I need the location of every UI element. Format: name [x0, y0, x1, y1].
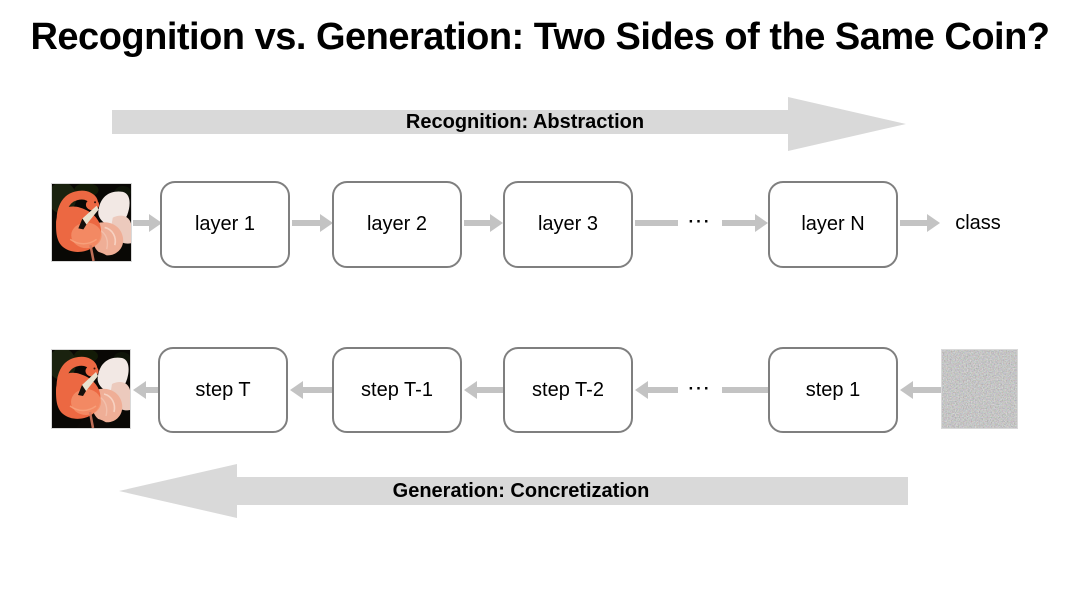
arrow-left-icon	[133, 381, 146, 399]
connector-line	[722, 220, 755, 226]
arrow-left-icon	[900, 381, 913, 399]
recognition-arrow	[112, 110, 788, 134]
connector-line	[464, 220, 490, 226]
connector-line	[146, 387, 158, 393]
noise-image	[941, 349, 1018, 429]
connector-line	[477, 387, 503, 393]
generation-arrow-label: Generation: Concretization	[392, 480, 650, 502]
connector-line	[133, 220, 149, 226]
ellipsis-dots: ···	[688, 379, 712, 398]
arrow-right-icon	[755, 214, 768, 232]
box-step-1: step 1	[768, 347, 898, 433]
flamingo-input-image	[52, 184, 131, 261]
slide-title: Recognition vs. Generation: Two Sides of…	[30, 16, 1050, 58]
recognition-arrow-label: Recognition: Abstraction	[405, 111, 645, 133]
box-layer-1: layer 1	[160, 181, 290, 268]
recognition-arrow-head-icon	[788, 97, 906, 151]
ellipsis-dots: ···	[688, 212, 712, 231]
connector-line	[900, 220, 927, 226]
arrow-left-icon	[464, 381, 477, 399]
arrow-left-icon	[635, 381, 648, 399]
box-step-t-2: step T-2	[503, 347, 633, 433]
connector-line	[722, 387, 768, 393]
box-layer-n: layer N	[768, 181, 898, 268]
connector-line	[648, 387, 678, 393]
arrow-right-icon	[320, 214, 333, 232]
connector-line	[635, 220, 678, 226]
class-label: class	[955, 212, 1001, 234]
flamingo-output-image	[52, 350, 130, 428]
box-step-t: step T	[158, 347, 288, 433]
generation-arrow	[237, 477, 908, 505]
generation-arrow-head-icon	[119, 464, 237, 518]
arrow-left-icon	[290, 381, 303, 399]
connector-line	[913, 387, 942, 393]
arrow-right-icon	[490, 214, 503, 232]
box-step-t-1: step T-1	[332, 347, 462, 433]
arrow-right-icon	[149, 214, 162, 232]
box-layer-3: layer 3	[503, 181, 633, 268]
arrow-right-icon	[927, 214, 940, 232]
connector-line	[292, 220, 320, 226]
box-layer-2: layer 2	[332, 181, 462, 268]
connector-line	[303, 387, 332, 393]
